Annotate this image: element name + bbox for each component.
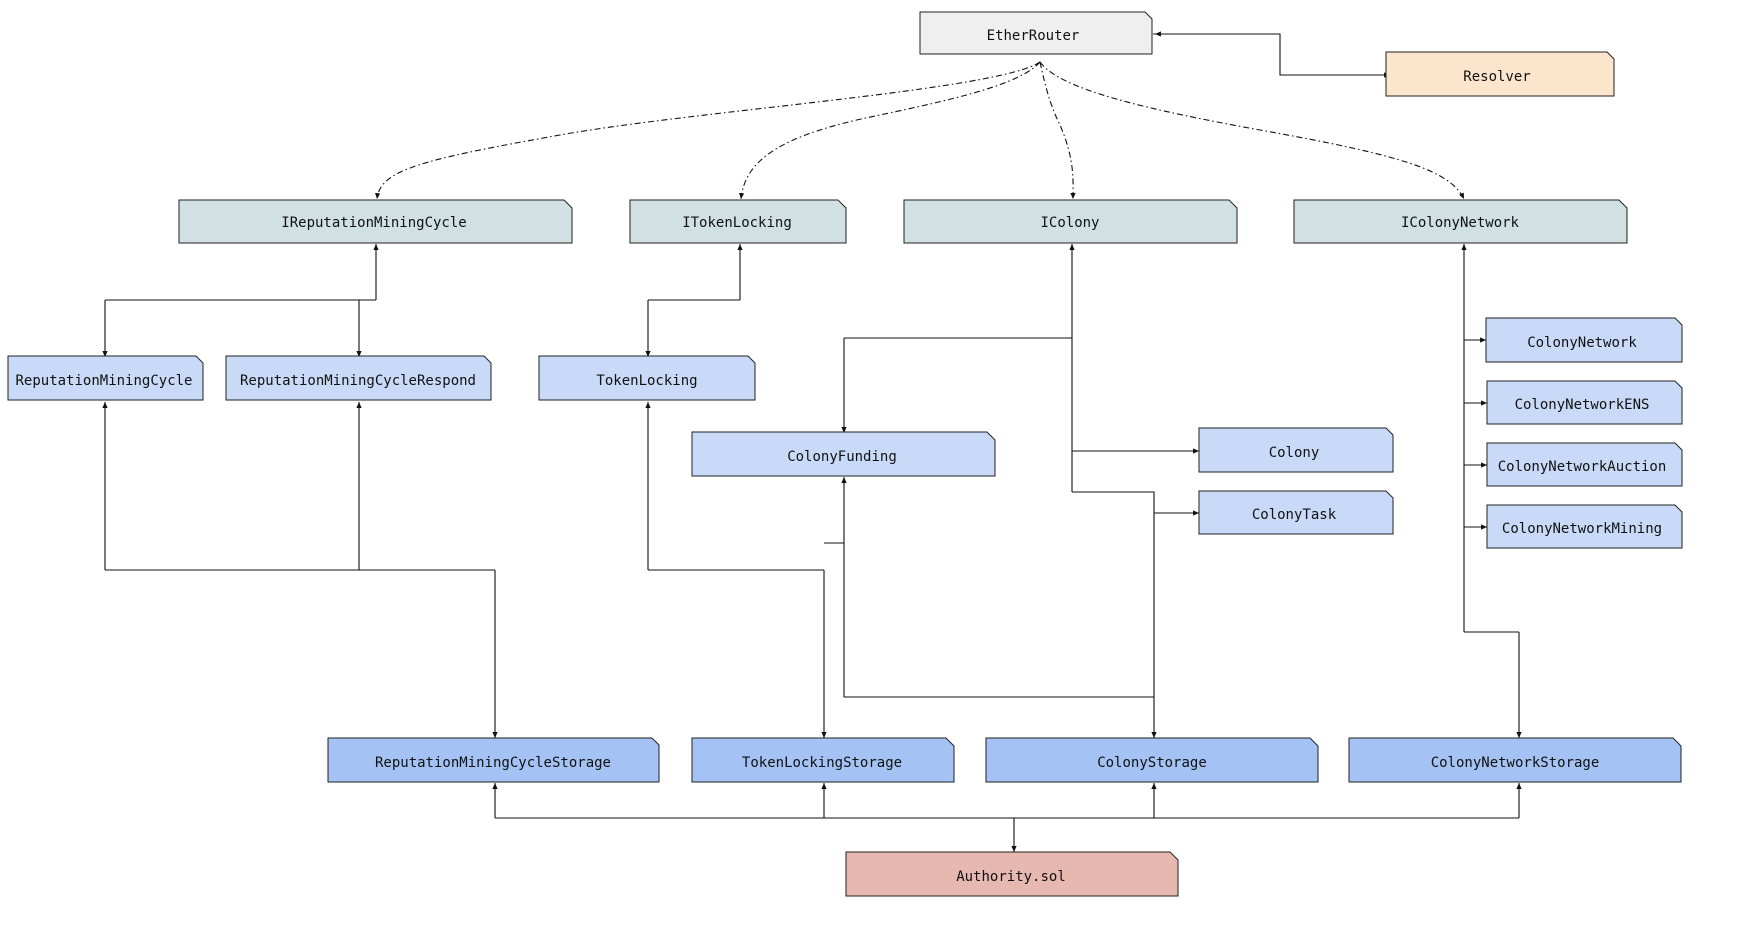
edges (102, 31, 1522, 852)
resolver-shape (1385, 51, 1615, 97)
node-icolony: IColony (903, 199, 1238, 244)
node-colonynetworkauction: ColonyNetworkAuction (1486, 442, 1683, 487)
node-authority: Authority.sol (845, 851, 1179, 897)
node-colonynetworkens: ColonyNetworkENS (1486, 380, 1683, 425)
resolver-label: Resolver (1463, 69, 1530, 85)
reputationminingcycle-label: ReputationMiningCycle (15, 373, 192, 389)
colonystorage-shape (985, 737, 1319, 783)
ether-router-label: EtherRouter (987, 28, 1080, 44)
ether-router-shape (919, 11, 1153, 55)
colonynetwork-shape (1485, 317, 1683, 363)
colonyfunding-shape (691, 431, 996, 477)
icolonynetwork-label: IColonyNetwork (1401, 215, 1520, 231)
itokenlocking-shape (629, 199, 847, 244)
ireputationminingcycle-label: IReputationMiningCycle (281, 215, 466, 231)
node-reputationminingcyclestorage: ReputationMiningCycleStorage (327, 737, 660, 783)
colonynetworkstorage-label: ColonyNetworkStorage (1431, 755, 1600, 771)
node-colony: Colony (1198, 427, 1394, 473)
colony-shape (1198, 427, 1394, 473)
edge-resolver-router (1153, 33, 1392, 76)
node-tokenlocking: TokenLocking (538, 355, 756, 401)
colonyfunding-label: ColonyFunding (787, 449, 897, 465)
colony-label: Colony (1269, 445, 1320, 461)
colonynetworkmining-shape (1486, 504, 1683, 549)
colonynetworkmining-label: ColonyNetworkMining (1502, 521, 1662, 537)
icolonynetwork-shape (1293, 199, 1628, 244)
reputationminingcyclestorage-label: ReputationMiningCycleStorage (375, 755, 611, 771)
node-icolonynetwork: IColonyNetwork (1293, 199, 1628, 244)
tokenlocking-label: TokenLocking (596, 373, 697, 389)
tokenlocking-shape (538, 355, 756, 401)
colonytask-shape (1198, 490, 1394, 535)
colonynetworkens-label: ColonyNetworkENS (1515, 397, 1650, 413)
reputationminingcyclerespond-shape (225, 355, 492, 401)
node-colonytask: ColonyTask (1198, 490, 1394, 535)
colonynetworkauction-label: ColonyNetworkAuction (1498, 459, 1667, 475)
icolony-label: IColony (1040, 215, 1099, 231)
edge-icolony-task-bus (1072, 491, 1155, 513)
node-colonyfunding: ColonyFunding (691, 431, 996, 477)
colonytask-label: ColonyTask (1252, 507, 1337, 523)
colonystorage-label: ColonyStorage (1097, 755, 1207, 771)
icolony-shape (903, 199, 1238, 244)
reputationminingcycle-shape (7, 355, 204, 401)
edge-router-ireputationminingcycle (374, 61, 1041, 200)
node-itokenlocking: ITokenLocking (629, 199, 847, 244)
nodes: EtherRouter Resolver IReputationMiningCy… (7, 11, 1683, 897)
colonynetworkens-shape (1486, 380, 1683, 425)
edge-router-icolony (1039, 61, 1076, 200)
node-resolver: Resolver (1385, 51, 1615, 97)
authority-label: Authority.sol (956, 869, 1066, 885)
node-reputationminingcycle: ReputationMiningCycle (7, 355, 204, 401)
tokenlockingstorage-shape (691, 737, 955, 783)
node-ireputationminingcycle: IReputationMiningCycle (178, 199, 573, 244)
node-tokenlockingstorage: TokenLockingStorage (691, 737, 955, 783)
edge-router-icolonynetwork (1039, 61, 1465, 200)
node-reputationminingcyclerespond: ReputationMiningCycleRespond (225, 355, 492, 401)
node-colonynetworkmining: ColonyNetworkMining (1486, 504, 1683, 549)
reputationminingcyclerespond-label: ReputationMiningCycleRespond (240, 373, 476, 389)
itokenlocking-label: ITokenLocking (682, 215, 792, 231)
node-colonynetworkstorage: ColonyNetworkStorage (1348, 737, 1682, 783)
node-colonystorage: ColonyStorage (985, 737, 1319, 783)
node-colonynetwork: ColonyNetwork (1485, 317, 1683, 363)
colonynetworkstorage-shape (1348, 737, 1682, 783)
edge-router-itokenlocking (738, 61, 1041, 200)
reputationminingcyclestorage-shape (327, 737, 660, 783)
tokenlockingstorage-label: TokenLockingStorage (742, 755, 902, 771)
node-ether-router: EtherRouter (919, 11, 1153, 55)
ireputationminingcycle-shape (178, 199, 573, 244)
colonynetworkauction-shape (1486, 442, 1683, 487)
authority-shape (845, 851, 1179, 897)
colonynetwork-label: ColonyNetwork (1527, 335, 1637, 351)
